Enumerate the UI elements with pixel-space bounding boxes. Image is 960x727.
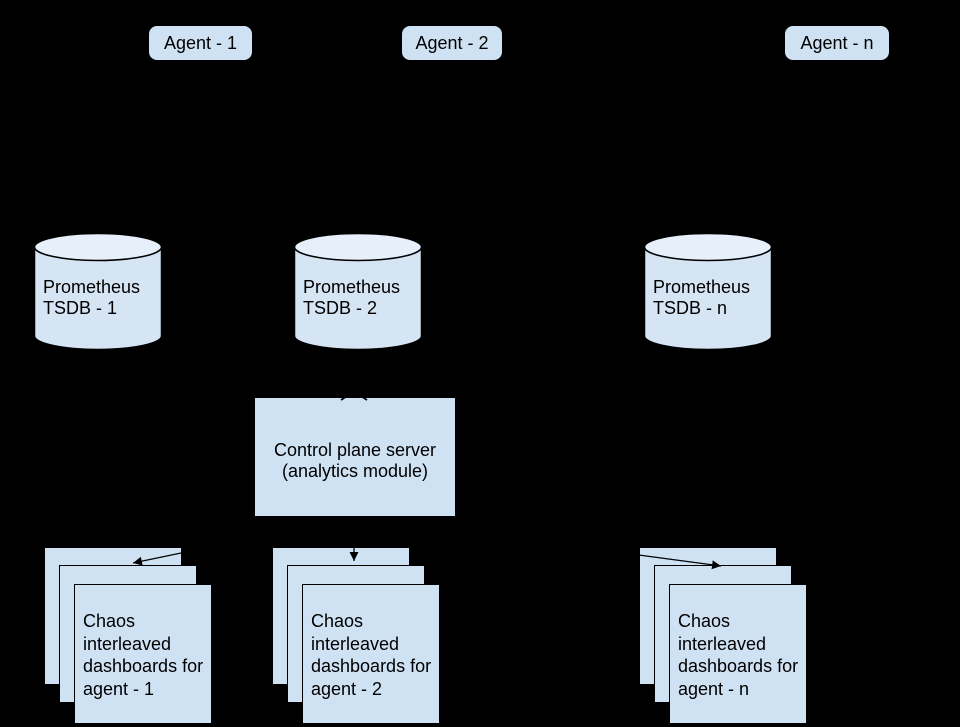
- agent-node-2: Agent - 2: [401, 25, 503, 61]
- tsdb-label: Prometheus TSDB - n: [653, 277, 751, 318]
- tsdb-label: Prometheus TSDB - 2: [303, 277, 401, 318]
- tsdb-cylinder-n: Prometheus TSDB - n: [643, 232, 773, 351]
- dashboard-card-front: Chaos interleaved dashboards for agent -…: [302, 584, 440, 724]
- tsdb-label: Prometheus TSDB - 1: [43, 277, 141, 318]
- dashboard-label: Chaos interleaved dashboards for agent -…: [311, 611, 432, 699]
- agent-label: Agent - 1: [163, 32, 238, 53]
- agent-label: Agent - n: [800, 32, 874, 53]
- dashboard-card-front: Chaos interleaved dashboards for agent -…: [74, 584, 212, 724]
- agent-node-1: Agent - 1: [148, 25, 253, 61]
- tsdb-cylinder-2: Prometheus TSDB - 2: [293, 232, 423, 351]
- dashboard-stack-1: Chaos interleaved dashboards for agent -…: [44, 547, 224, 727]
- agent-node-n: Agent - n: [784, 25, 890, 61]
- control-plane-node: Control plane server (analytics module): [254, 397, 456, 517]
- agent-label: Agent - 2: [415, 32, 489, 53]
- dashboard-label: Chaos interleaved dashboards for agent -…: [678, 611, 799, 699]
- dashboard-stack-n: Chaos interleaved dashboards for agent -…: [639, 547, 819, 727]
- dashboard-stack-2: Chaos interleaved dashboards for agent -…: [272, 547, 452, 727]
- control-plane-label-line1: Control plane server: [273, 440, 437, 460]
- tsdb-cylinder-1: Prometheus TSDB - 1: [33, 232, 163, 351]
- cylinder-icon: [33, 232, 163, 351]
- dashboard-label: Chaos interleaved dashboards for agent -…: [83, 611, 204, 699]
- cylinder-icon: [643, 232, 773, 351]
- cylinder-icon: [293, 232, 423, 351]
- control-plane-label-line2: (analytics module): [281, 461, 429, 481]
- dashboard-card-front: Chaos interleaved dashboards for agent -…: [669, 584, 807, 724]
